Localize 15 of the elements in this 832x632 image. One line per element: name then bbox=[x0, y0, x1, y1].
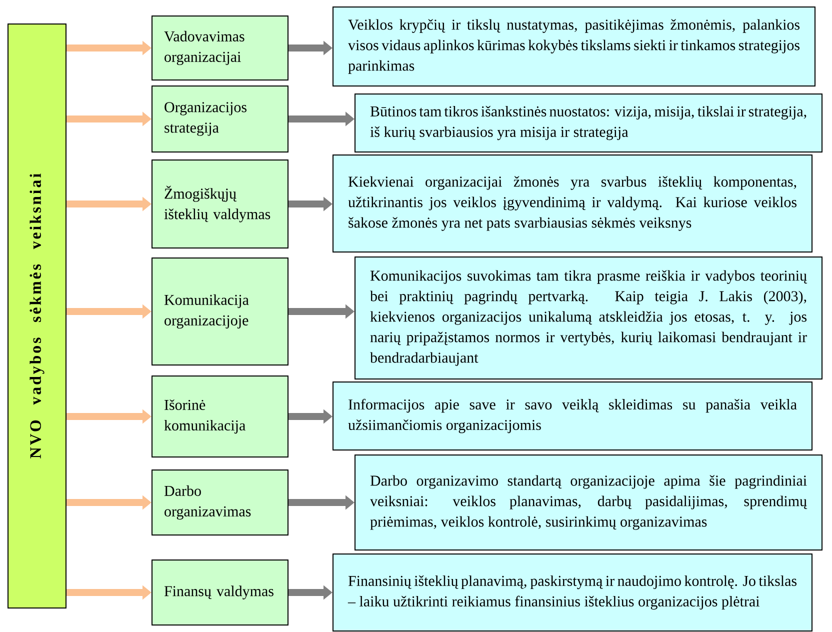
factor-box: Finansų valdymas bbox=[152, 560, 288, 626]
title-bar: NVO vadybos sėkmės veiksniai bbox=[8, 24, 66, 608]
description-box: Būtinos tam tikros išankstinės nuostatos: vizija, misija, tikslai ir strategija, iš kurių svarbiausios yra misija ir strategija bbox=[354, 94, 823, 152]
description-box: Veiklos krypčių ir tikslų nustatymas, pasitikėjimas žmonėmis, palankios visos vidaus aplinkos kūrimas kokybės tikslams siekti ir tinkamos strategijos parinkimas bbox=[332, 6, 816, 86]
description-box: Komunikacijos suvokimas tam tikra prasme reiškia ir vadybos teorinių bei praktinių pagrindų pertvarką. Kaip teigia J. Lakis (2003), kiekvienos organizacijos unikalumą atskleidžia jos etosas, t. y. jos narių pripažįstamos normos ir vertybės, kurių laikomasi bendraujant ir bendradarbiaujant bbox=[354, 256, 823, 380]
factor-box: Organizacijos strategija bbox=[152, 86, 288, 152]
factor-box: Vadovavimas organizacijai bbox=[152, 16, 288, 80]
factor-box: Komunikacija organizacijoje bbox=[152, 258, 288, 366]
factor-box: Darbo organizavimas bbox=[152, 470, 288, 536]
description-box: Darbo organizavimo standartą organizacijoje apima šie pagrindiniai veiksniai: veiklos planavimas, darbų pasidalijimas, sprendimų priėmimas, veiklos kontrolė, susirinkimų organizavimas bbox=[354, 454, 823, 550]
description-box: Informacijos apie save ir savo veiklą skleidimas su panašia veikla užsiimančiomis organizacijomis bbox=[332, 382, 812, 450]
description-box: Kiekvienai organizacijai žmonės yra svarbus išteklių komponentas, užtikrinantis jos veiklos įgyvendinimą ir valdymą. Kai kuriose veiklos šakose žmonės yra net pats svarbiausias sėkmės veiksnys bbox=[332, 154, 812, 252]
factor-box: Išorinė komunikacija bbox=[152, 376, 288, 458]
description-box: Finansinių išteklių planavimą, paskirstymą ir naudojimo kontrolę. Jo tikslas – laiku užtikrinti reikiamus finansinius išteklius organizacijos plėtrai bbox=[332, 554, 812, 632]
factor-box: Žmogiškųjų išteklių valdymas bbox=[152, 160, 288, 248]
